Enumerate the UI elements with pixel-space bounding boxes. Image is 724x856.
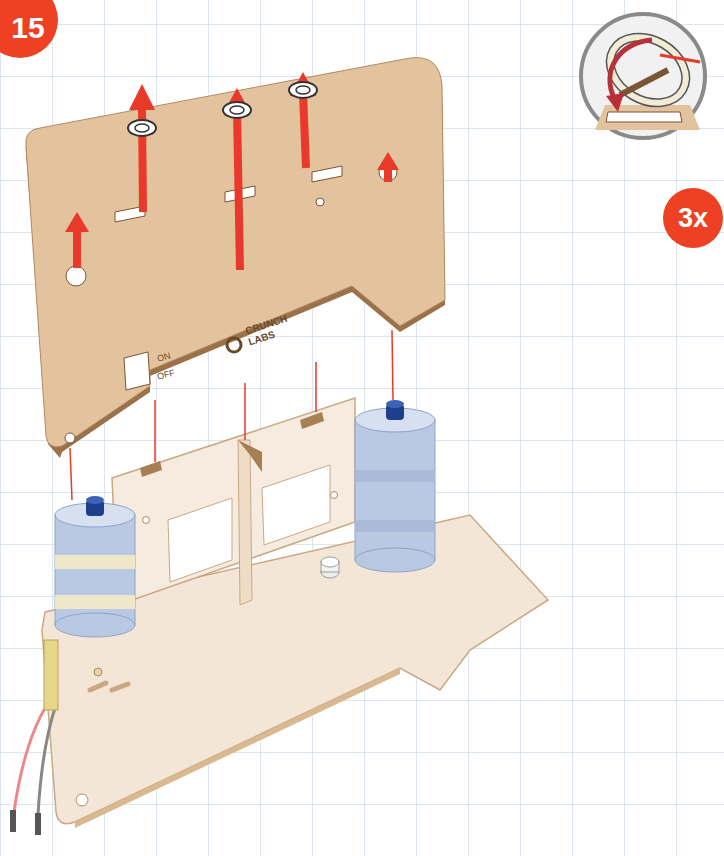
detail-callout [581, 14, 705, 138]
step-number: 3x [678, 203, 708, 234]
step-badge: 3x [663, 188, 723, 248]
top-board [26, 58, 445, 458]
base-plate [42, 515, 548, 828]
step-number: 15 [11, 11, 44, 45]
wires [10, 640, 58, 835]
washers [128, 82, 317, 136]
lift-arrows [65, 72, 399, 270]
front-panel [112, 398, 355, 605]
